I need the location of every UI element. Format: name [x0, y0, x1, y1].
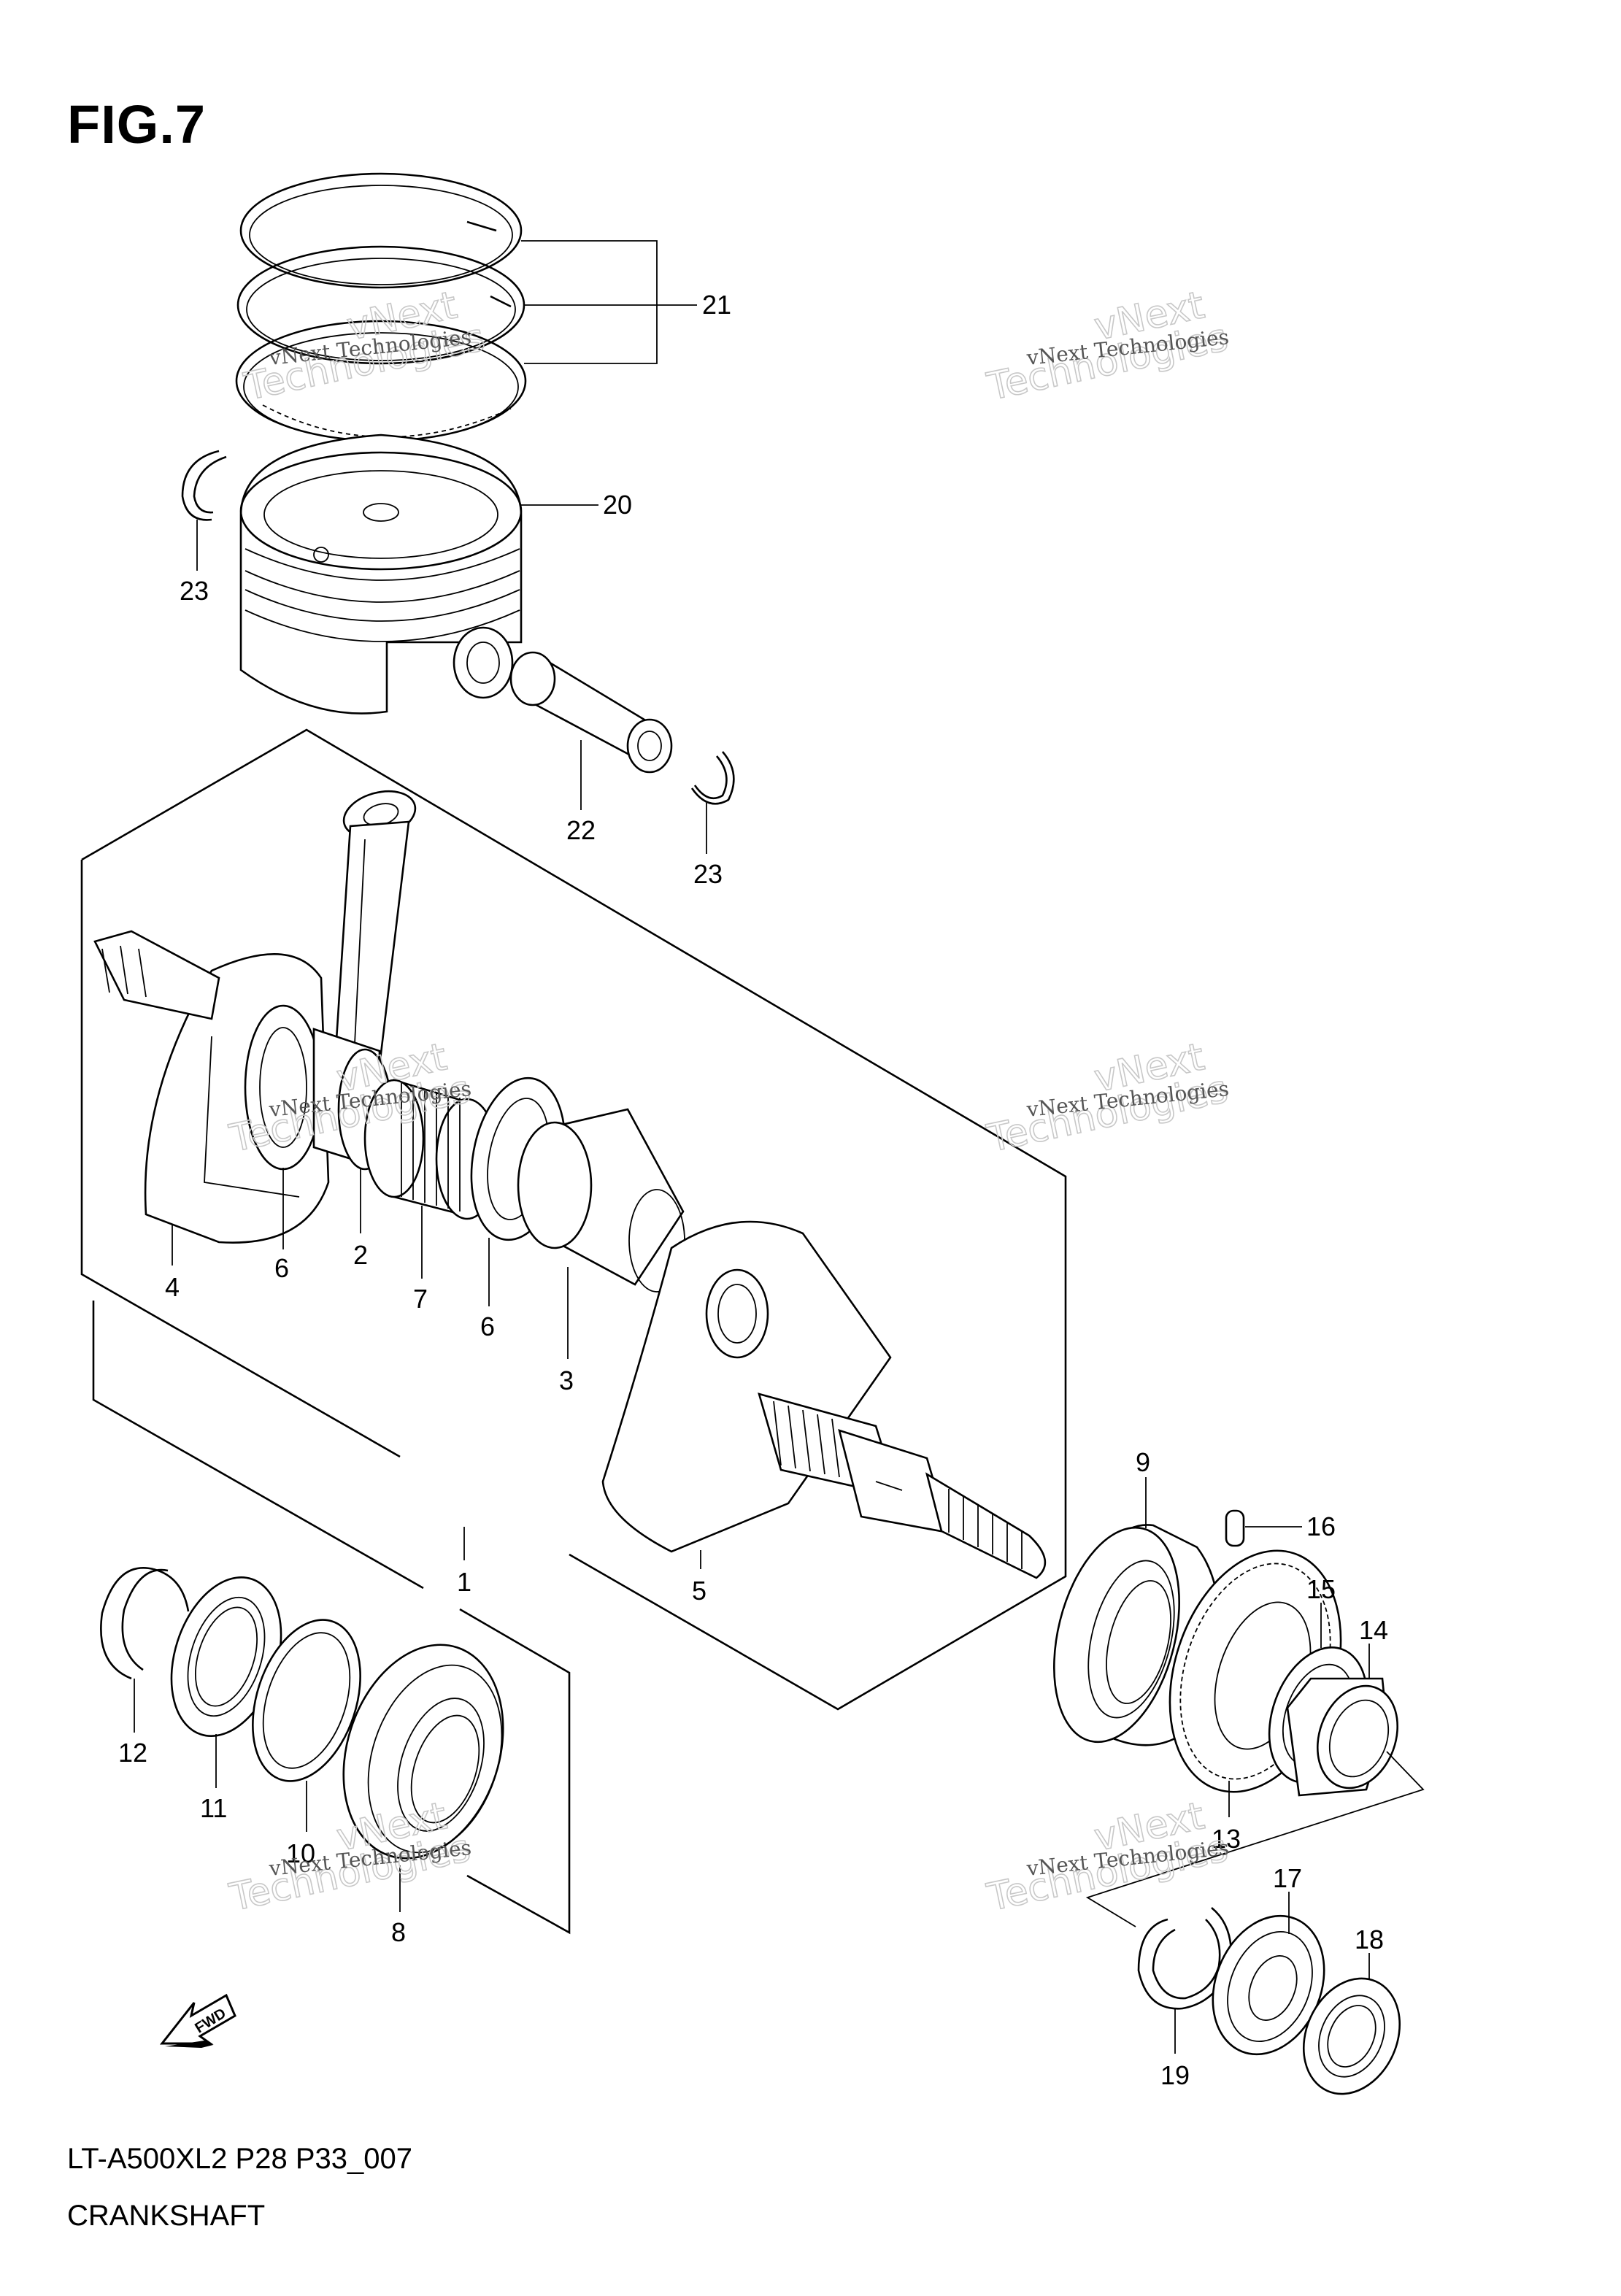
callout-9: 9: [1136, 1447, 1150, 1477]
callout-10: 10: [286, 1838, 315, 1868]
callout-17: 17: [1273, 1863, 1302, 1893]
oil-seal-18: [1302, 1977, 1401, 2095]
figure-title: FIG.7: [67, 94, 207, 155]
watermark-1: vNext Technologies vNext Technologies: [239, 283, 489, 410]
fwd-arrow-icon: FWD: [159, 1993, 236, 2048]
section-name: CRANKSHAFT: [67, 2200, 266, 2232]
watermark-6: vNext Technologies vNext Technologies: [982, 1794, 1232, 1921]
piston-pin: [509, 651, 673, 774]
callout-2: 2: [353, 1240, 368, 1270]
connecting-rod: [334, 790, 417, 1067]
circlip-12: [100, 1567, 190, 1680]
callout-4: 4: [165, 1272, 180, 1302]
circlip-lower: [690, 751, 735, 805]
crank-web-right: [601, 1220, 1047, 1579]
callout-7: 7: [413, 1284, 428, 1314]
nut-14: [1286, 1677, 1399, 1797]
callout-21: 21: [702, 290, 731, 320]
watermark-5: vNext Technologies vNext Technologies: [225, 1794, 474, 1921]
oil-seal-11: [170, 1576, 282, 1737]
callout-22: 22: [566, 815, 596, 845]
callout-11: 11: [200, 1793, 227, 1823]
shim-10: [252, 1619, 361, 1782]
callout-16: 16: [1306, 1511, 1336, 1541]
callout-15: 15: [1306, 1574, 1336, 1604]
callout-6-right: 6: [480, 1311, 495, 1341]
callout-1: 1: [457, 1567, 471, 1597]
callout-5: 5: [692, 1576, 706, 1606]
callout-18: 18: [1355, 1925, 1384, 1954]
model-code: LT-A500XL2 P28 P33_007: [67, 2143, 412, 2175]
bearing-8: [342, 1644, 504, 1860]
circlip-upper: [181, 450, 227, 521]
assembly-box-1: [80, 728, 1067, 1935]
bearing-17: [1212, 1914, 1325, 2056]
callout-14: 14: [1359, 1615, 1388, 1645]
watermark-4: vNext Technologies vNext Technologies: [982, 1035, 1232, 1162]
callout-12: 12: [118, 1738, 147, 1768]
callout-leader-21: [521, 240, 697, 364]
callout-8: 8: [391, 1917, 406, 1947]
group-bracket: [1085, 1751, 1425, 1927]
piston: [239, 434, 523, 714]
callout-6-left: 6: [274, 1253, 289, 1283]
callout-23-upper: 23: [180, 576, 209, 606]
callout-20: 20: [603, 490, 632, 520]
crank-pin-sleeve: [517, 1108, 685, 1293]
watermark-2: vNext Technologies vNext Technologies: [982, 283, 1232, 410]
callout-23-lower: 23: [693, 859, 723, 889]
callout-19: 19: [1160, 2060, 1190, 2090]
callout-3: 3: [559, 1365, 574, 1395]
key-16: [1225, 1509, 1245, 1547]
callout-13: 13: [1212, 1824, 1241, 1854]
